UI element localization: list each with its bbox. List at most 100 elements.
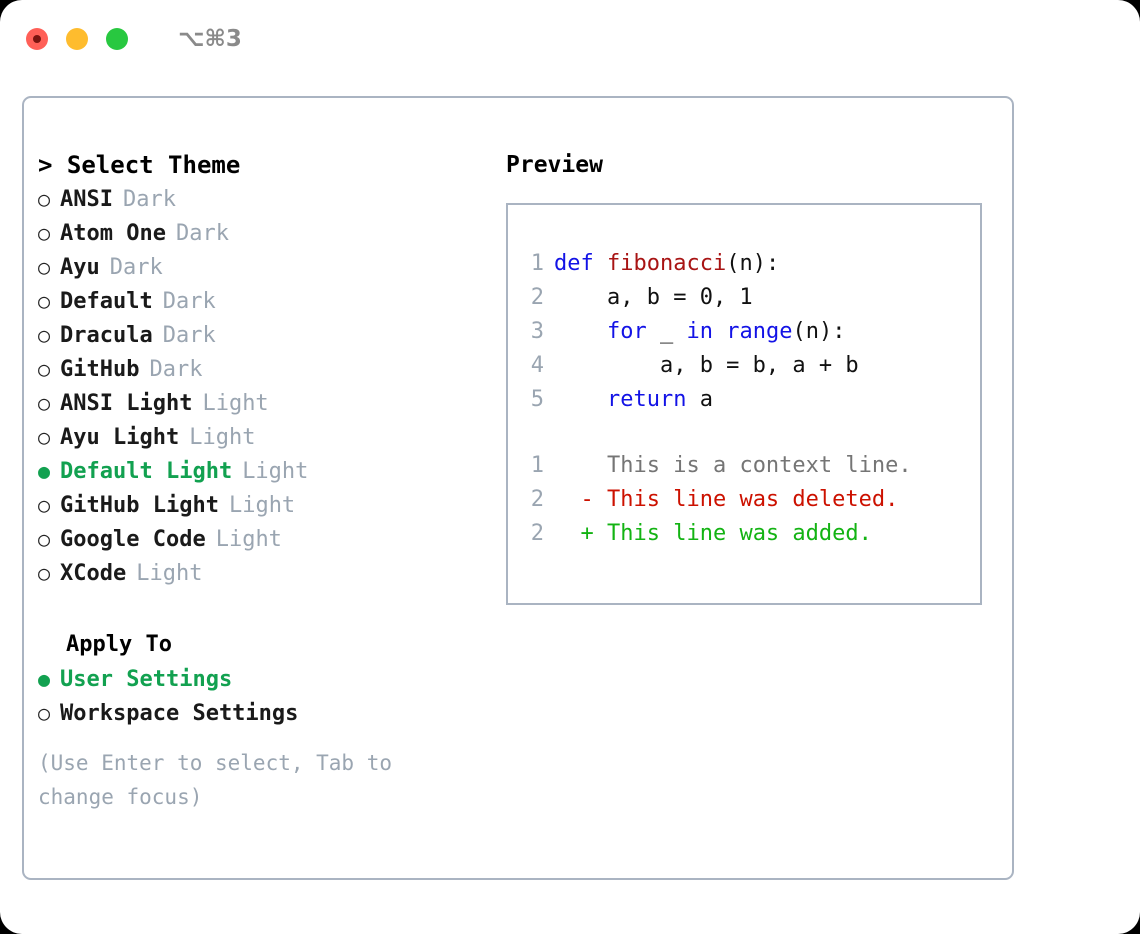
code-token: return xyxy=(606,387,687,412)
radio-unselected-icon: ○ xyxy=(38,701,51,725)
diff-text: This line was deleted. xyxy=(593,487,899,512)
diff-line: 2 - This line was deleted. xyxy=(522,483,980,517)
close-window-button[interactable] xyxy=(26,28,48,50)
radio-unselected-icon: ○ xyxy=(38,255,51,279)
radio-unselected-icon: ○ xyxy=(38,289,51,313)
line-number: 1 xyxy=(530,453,544,478)
theme-option-label: ANSI Light xyxy=(60,391,193,416)
line-number: 1 xyxy=(530,251,544,276)
minimize-window-button[interactable] xyxy=(66,28,88,50)
theme-option-xcode[interactable]: ○ XCode Light xyxy=(38,556,494,590)
select-theme-header: > Select Theme xyxy=(38,151,241,179)
theme-option-variant: Light xyxy=(242,459,309,484)
code-token: def xyxy=(554,251,607,276)
diff-line: 1 This is a context line. xyxy=(522,449,980,483)
theme-option-label: GitHub xyxy=(60,357,140,382)
radio-unselected-icon: ○ xyxy=(38,323,51,347)
theme-option-variant: Dark xyxy=(109,255,163,280)
theme-option-atom-one[interactable]: ○ Atom One Dark xyxy=(38,216,494,250)
code-token: a, b = b, a + b xyxy=(554,353,859,378)
code-token: fibonacci xyxy=(606,251,727,276)
theme-option-label: Default xyxy=(60,289,153,314)
theme-option-label: Dracula xyxy=(60,323,153,348)
apply-to-option-user-settings[interactable]: ● User Settings xyxy=(38,662,494,696)
keyboard-shortcut-label: ⌥⌘3 xyxy=(178,26,242,52)
title-bar: ⌥⌘3 xyxy=(0,0,1140,78)
theme-option-label: Atom One xyxy=(60,221,166,246)
theme-option-ansi-light[interactable]: ○ ANSI Light Light xyxy=(38,386,494,420)
diff-text: This is a context line. xyxy=(593,453,912,478)
line-number: 3 xyxy=(530,319,544,344)
code-token: _ xyxy=(646,319,687,344)
theme-option-default[interactable]: ○ Default Dark xyxy=(38,284,494,318)
theme-option-ansi[interactable]: ○ ANSI Dark xyxy=(38,182,494,216)
diff-sample: 1 This is a context line.2 - This line w… xyxy=(522,449,980,551)
theme-option-google-code[interactable]: ○ Google Code Light xyxy=(38,522,494,556)
code-line: 4 a, b = b, a + b xyxy=(522,349,980,383)
code-token xyxy=(554,387,607,412)
theme-option-variant: Light xyxy=(202,391,269,416)
code-token: in xyxy=(686,319,727,344)
theme-option-variant: Dark xyxy=(162,289,216,314)
radio-unselected-icon: ○ xyxy=(38,187,51,211)
theme-option-variant: Light xyxy=(136,561,203,586)
code-line: 3 for _ in range(n): xyxy=(522,315,980,349)
apply-to-option-label: User Settings xyxy=(60,667,233,692)
apply-to-list: ● User Settings ○ Workspace Settings xyxy=(38,662,494,730)
theme-option-variant: Dark xyxy=(175,221,229,246)
line-number: 2 xyxy=(530,487,544,512)
line-number: 2 xyxy=(530,285,544,310)
theme-option-label: XCode xyxy=(60,561,127,586)
theme-option-label: Google Code xyxy=(60,527,206,552)
line-number: 4 xyxy=(530,353,544,378)
theme-option-label: GitHub Light xyxy=(60,493,219,518)
code-token xyxy=(554,319,607,344)
code-token: range xyxy=(726,319,793,344)
theme-option-label: Ayu xyxy=(60,255,100,280)
preview-title: Preview xyxy=(506,152,603,178)
theme-option-variant: Light xyxy=(189,425,256,450)
apply-to-option-workspace-settings[interactable]: ○ Workspace Settings xyxy=(38,696,494,730)
theme-option-label: Default Light xyxy=(60,459,233,484)
radio-unselected-icon: ○ xyxy=(38,357,51,381)
code-line: 5 return a xyxy=(522,383,980,417)
theme-option-label: ANSI xyxy=(60,187,113,212)
theme-option-variant: Dark xyxy=(122,187,176,212)
theme-option-variant: Light xyxy=(215,527,282,552)
theme-option-github[interactable]: ○ GitHub Dark xyxy=(38,352,494,386)
radio-unselected-icon: ○ xyxy=(38,561,51,585)
diff-marker: - xyxy=(554,487,594,512)
theme-option-ayu[interactable]: ○ Ayu Dark xyxy=(38,250,494,284)
radio-selected-icon: ● xyxy=(38,667,51,691)
diff-text: This line was added. xyxy=(593,521,872,546)
code-token: a xyxy=(686,387,713,412)
radio-unselected-icon: ○ xyxy=(38,221,51,245)
radio-unselected-icon: ○ xyxy=(38,527,51,551)
apply-to-option-label: Workspace Settings xyxy=(60,701,299,726)
theme-option-variant: Light xyxy=(228,493,296,518)
radio-selected-icon: ● xyxy=(38,459,51,483)
theme-option-default-light[interactable]: ● Default Light Light xyxy=(38,454,494,488)
keyboard-hint-text: (Use Enter to select, Tab to change focu… xyxy=(38,751,393,809)
diff-line: 2 + This line was added. xyxy=(522,517,980,551)
line-number: 5 xyxy=(530,387,544,412)
theme-option-label: Ayu Light xyxy=(60,425,180,450)
theme-option-ayu-light[interactable]: ○ Ayu Light Light xyxy=(38,420,494,454)
maximize-window-button[interactable] xyxy=(106,28,128,50)
radio-unselected-icon: ○ xyxy=(38,425,51,449)
radio-unselected-icon: ○ xyxy=(38,391,51,415)
line-number: 2 xyxy=(530,521,544,546)
apply-to-title: Apply To xyxy=(66,632,172,657)
theme-option-variant: Dark xyxy=(149,357,203,382)
traffic-lights xyxy=(26,28,128,50)
code-line: 2 a, b = 0, 1 xyxy=(522,281,980,315)
